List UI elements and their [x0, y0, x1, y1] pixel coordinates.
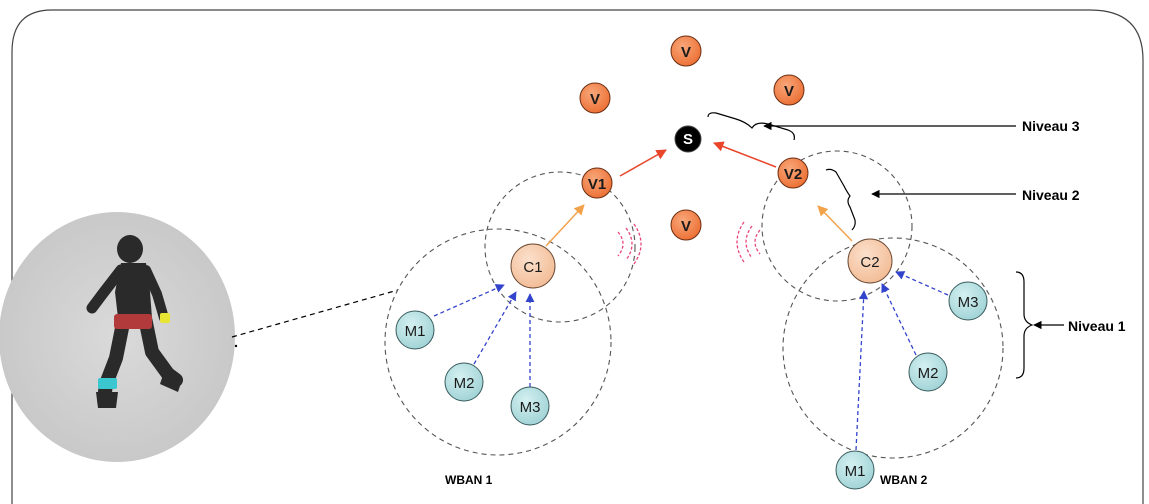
sink-node: S — [674, 125, 702, 153]
wban1-sensor-label: M3 — [520, 399, 541, 416]
person-illustration — [0, 212, 235, 462]
c2-range-circle — [761, 150, 913, 302]
level3-label: Niveau 3 — [1022, 118, 1080, 134]
wban1-sensor-node: M3 — [510, 386, 550, 426]
link-end-dot — [234, 344, 238, 348]
frame — [11, 9, 1144, 504]
level3-brace — [707, 112, 795, 141]
wban1-title: WBAN 1 — [445, 473, 493, 487]
vehicle-node-label: V — [681, 44, 691, 61]
wrist-sensor — [160, 313, 170, 323]
vehicle-node-label: V — [784, 83, 794, 100]
level1-label: Niveau 1 — [1068, 318, 1126, 334]
wban2-sensor-label: M2 — [918, 365, 939, 382]
c1-to-v1-arrow — [545, 204, 585, 247]
wban1-coordinator-label: C1 — [523, 259, 542, 276]
sink-node-label: S — [683, 131, 693, 148]
wban1-sensor-arrows — [433, 284, 535, 387]
wireless-signal-left-icon — [617, 223, 642, 265]
vehicle-node: V — [773, 74, 805, 106]
wban2-relay-node: V2 — [777, 157, 809, 189]
wban1-sensor-node: M2 — [444, 362, 484, 402]
wban2-sensor-node: M1 — [835, 450, 875, 490]
vehicle-node: V — [670, 209, 702, 241]
wban1-relay-label: V1 — [588, 176, 606, 193]
wban2-sensor-label: M1 — [845, 463, 866, 480]
person-to-wban1-link — [231, 289, 399, 338]
c2-to-v2-arrow — [817, 205, 853, 242]
wban1-sensor-label: M1 — [405, 323, 426, 340]
wban1-sensor-label: M2 — [454, 375, 475, 392]
ankle-sensor — [98, 378, 117, 389]
wban1-coordinator-node: C1 — [510, 243, 556, 289]
wban2-coordinator-label: C2 — [860, 254, 879, 271]
level2-brace — [825, 168, 856, 231]
c1-range-circle — [484, 171, 636, 323]
level1-brace — [1015, 271, 1034, 379]
vehicle-node-label: V — [590, 91, 600, 108]
wban1-range-circle — [384, 228, 612, 456]
wban2-coordinator-node: C2 — [847, 238, 893, 284]
wban2-relay-label: V2 — [784, 166, 802, 183]
wban2-sensor-node: M3 — [948, 281, 988, 321]
wban1-sensor-node: M1 — [395, 310, 435, 350]
walking-person-icon — [86, 235, 183, 408]
wireless-signal-right-icon — [736, 221, 761, 263]
vehicle-node-label: V — [681, 218, 691, 235]
wban2-range-circle — [782, 237, 1004, 459]
wban1-relay-node: V1 — [581, 167, 613, 199]
wban2-sensor-node: M2 — [908, 352, 948, 392]
waist-sensor-belt — [114, 314, 152, 329]
wban2-sensor-arrows — [855, 271, 949, 451]
vehicle-node: V — [579, 82, 611, 114]
v2-to-sink-arrow — [713, 141, 777, 168]
level2-label: Niveau 2 — [1022, 187, 1080, 203]
wban2-sensor-label: M3 — [958, 294, 979, 311]
vehicle-node: V — [670, 35, 702, 67]
v1-to-sink-arrow — [619, 149, 667, 177]
wban2-title: WBAN 2 — [880, 473, 928, 487]
